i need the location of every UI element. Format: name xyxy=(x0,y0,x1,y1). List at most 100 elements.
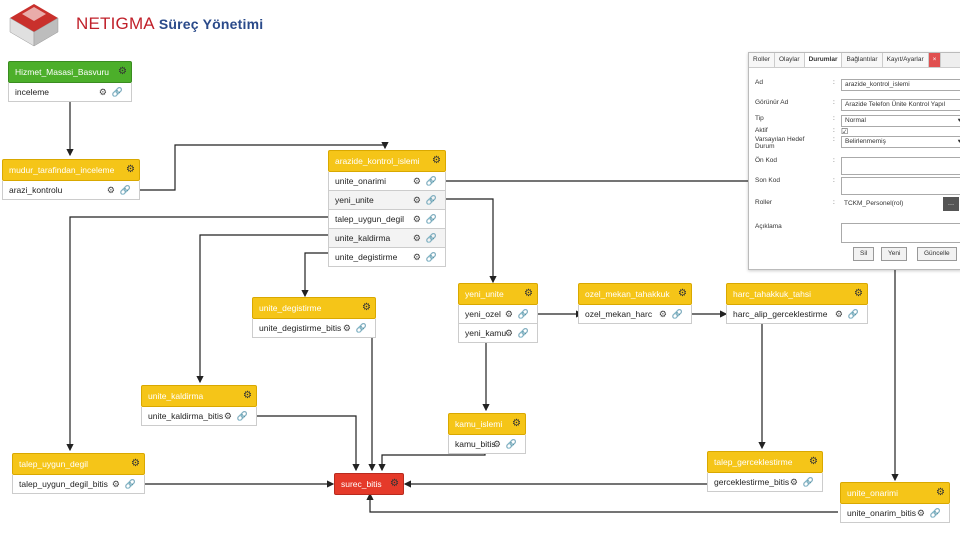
update-button[interactable]: Güncelle xyxy=(917,247,957,261)
node-kamu-islemi[interactable]: kamu_islemi⚙ kamu_bitis⚙🔗 xyxy=(448,413,526,454)
tab-kayit-ayarlar[interactable]: Kayıt/Ayarlar xyxy=(882,53,929,67)
node-title: harc_tahakkuk_tahsi xyxy=(733,289,811,299)
son-kod-input[interactable] xyxy=(841,177,960,195)
node-title: yeni_unite xyxy=(465,289,504,299)
link-icon[interactable]: 🔗 xyxy=(517,309,529,319)
gear-icon[interactable]: ⚙ xyxy=(118,66,127,77)
gear-icon[interactable]: ⚙ xyxy=(512,418,521,429)
link-icon[interactable]: 🔗 xyxy=(517,328,529,338)
gear-icon[interactable]: ⚙ xyxy=(243,390,252,401)
transition-label: arazi_kontrolu xyxy=(9,185,63,195)
node-title: Hizmet_Masasi_Basvuru xyxy=(15,67,110,77)
link-icon[interactable]: 🔗 xyxy=(236,411,248,421)
gear-icon[interactable]: ⚙ xyxy=(524,288,533,299)
link-icon[interactable]: 🔗 xyxy=(124,479,136,489)
app-title-main: NETIGMA xyxy=(76,14,155,33)
transition-label: unite_kaldirma xyxy=(335,233,391,243)
aktif-checkbox[interactable]: ☑ xyxy=(841,127,849,136)
node-surec-bitis[interactable]: surec_bitis⚙ xyxy=(334,473,404,495)
tip-select[interactable]: Normal xyxy=(841,115,960,127)
varsayilan-hedef-select[interactable]: Belirlenmemiş xyxy=(841,136,960,148)
node-unite-kaldirma[interactable]: unite_kaldirma⚙ unite_kaldirma_bitis⚙🔗 xyxy=(141,385,257,426)
gear-icon[interactable]: ⚙ xyxy=(106,185,115,195)
tab-olaylar[interactable]: Olaylar xyxy=(774,53,805,67)
gear-icon[interactable]: ⚙ xyxy=(412,176,421,186)
gear-icon[interactable]: ⚙ xyxy=(936,487,945,498)
tab-roller[interactable]: Roller xyxy=(749,53,775,67)
gear-icon[interactable]: ⚙ xyxy=(432,155,441,166)
transition-label: unite_degistirme_bitis xyxy=(259,323,342,333)
gear-icon[interactable]: ⚙ xyxy=(342,323,351,333)
node-harc-tahakkuk-tahsi[interactable]: harc_tahakkuk_tahsi ⚙ harc_alip_gercekles… xyxy=(726,283,868,324)
gear-icon[interactable]: ⚙ xyxy=(916,508,925,518)
gear-icon[interactable]: ⚙ xyxy=(412,195,421,205)
link-icon[interactable]: 🔗 xyxy=(505,439,517,449)
son-kod-label: Son Kod xyxy=(755,177,780,184)
link-icon[interactable]: 🔗 xyxy=(119,185,131,195)
node-title: ozel_mekan_tahakkuk xyxy=(585,289,670,299)
link-icon[interactable]: 🔗 xyxy=(425,233,437,243)
close-icon[interactable]: × xyxy=(928,53,942,67)
delete-button[interactable]: Sil xyxy=(853,247,875,261)
on-kod-input[interactable] xyxy=(841,157,960,175)
link-icon[interactable]: 🔗 xyxy=(671,309,683,319)
link-icon[interactable]: 🔗 xyxy=(425,195,437,205)
gear-icon[interactable]: ⚙ xyxy=(809,456,818,467)
gear-icon[interactable]: ⚙ xyxy=(131,458,140,469)
gear-icon[interactable]: ⚙ xyxy=(492,439,501,449)
gear-icon[interactable]: ⚙ xyxy=(789,477,798,487)
transition-label: harc_alip_gerceklestirme xyxy=(733,309,828,319)
gear-icon[interactable]: ⚙ xyxy=(362,302,371,313)
link-icon[interactable]: 🔗 xyxy=(802,477,814,487)
node-arazide-kontrol-islemi[interactable]: arazide_kontrol_islemi⚙ unite_onarimi⚙🔗 … xyxy=(328,150,446,267)
node-hizmet-masasi-basvuru[interactable]: Hizmet_Masasi_Basvuru⚙ inceleme⚙🔗 xyxy=(8,61,132,102)
ad-input[interactable]: arazide_kontrol_islemi xyxy=(841,79,960,91)
transition-label: unite_onarim_bitis xyxy=(847,508,916,518)
link-icon[interactable]: 🔗 xyxy=(425,176,437,186)
aciklama-textarea[interactable] xyxy=(841,223,960,243)
node-title: mudur_tarafindan_inceleme xyxy=(9,165,115,175)
node-mudur-tarafindan-inceleme[interactable]: mudur_tarafindan_inceleme ⚙ arazi_kontrol… xyxy=(2,159,140,200)
tab-baglantilar[interactable]: Bağlantılar xyxy=(842,53,883,67)
link-icon[interactable]: 🔗 xyxy=(111,87,123,97)
roller-label: Roller xyxy=(755,199,772,206)
link-icon[interactable]: 🔗 xyxy=(929,508,941,518)
transition-label: kamu_bitis xyxy=(455,439,496,449)
transition-label: yeni_ozel xyxy=(465,309,501,319)
node-ozel-mekan-tahakkuk[interactable]: ozel_mekan_tahakkuk⚙ ozel_mekan_harc⚙🔗 xyxy=(578,283,692,324)
gear-icon[interactable]: ⚙ xyxy=(504,328,513,338)
gear-icon[interactable]: ⚙ xyxy=(223,411,232,421)
roller-picker-button[interactable]: … xyxy=(943,197,959,211)
node-title: unite_onarimi xyxy=(847,488,899,498)
gear-icon[interactable]: ⚙ xyxy=(854,288,863,299)
link-icon[interactable]: 🔗 xyxy=(425,214,437,224)
gear-icon[interactable]: ⚙ xyxy=(111,479,120,489)
transition-label: yeni_kamu xyxy=(465,328,507,338)
node-unite-onarimi[interactable]: unite_onarimi⚙ unite_onarim_bitis⚙🔗 xyxy=(840,482,950,523)
node-unite-degistirme[interactable]: unite_degistirme⚙ unite_degistirme_bitis… xyxy=(252,297,376,338)
link-icon[interactable]: 🔗 xyxy=(847,309,859,319)
node-yeni-unite[interactable]: yeni_unite⚙ yeni_ozel⚙🔗 yeni_kamu⚙🔗 xyxy=(458,283,538,343)
node-title: arazide_kontrol_islemi xyxy=(335,156,420,166)
panel-tabs: Roller Olaylar Durumlar Bağlantılar Kayı… xyxy=(749,53,960,68)
gorunur-ad-input[interactable]: Arazide Telefon Ünite Kontrol Yapıl xyxy=(841,99,960,111)
gear-icon[interactable]: ⚙ xyxy=(412,233,421,243)
gear-icon[interactable]: ⚙ xyxy=(412,252,421,262)
link-icon[interactable]: 🔗 xyxy=(355,323,367,333)
gear-icon[interactable]: ⚙ xyxy=(126,164,135,175)
gear-icon[interactable]: ⚙ xyxy=(658,309,667,319)
gear-icon[interactable]: ⚙ xyxy=(678,288,687,299)
tab-durumlar[interactable]: Durumlar xyxy=(804,53,843,67)
gear-icon[interactable]: ⚙ xyxy=(98,87,107,97)
gear-icon[interactable]: ⚙ xyxy=(504,309,513,319)
gear-icon[interactable]: ⚙ xyxy=(412,214,421,224)
gear-icon[interactable]: ⚙ xyxy=(834,309,843,319)
new-button[interactable]: Yeni xyxy=(881,247,908,261)
node-talep-uygun-degil[interactable]: talep_uygun_degil⚙ talep_uygun_degil_bit… xyxy=(12,453,145,494)
node-talep-gerceklestirme[interactable]: talep_gerceklestirme⚙ gerceklestirme_bit… xyxy=(707,451,823,492)
gear-icon[interactable]: ⚙ xyxy=(390,478,399,489)
link-icon[interactable]: 🔗 xyxy=(425,252,437,262)
app-subtitle: Süreç Yönetimi xyxy=(158,16,264,32)
